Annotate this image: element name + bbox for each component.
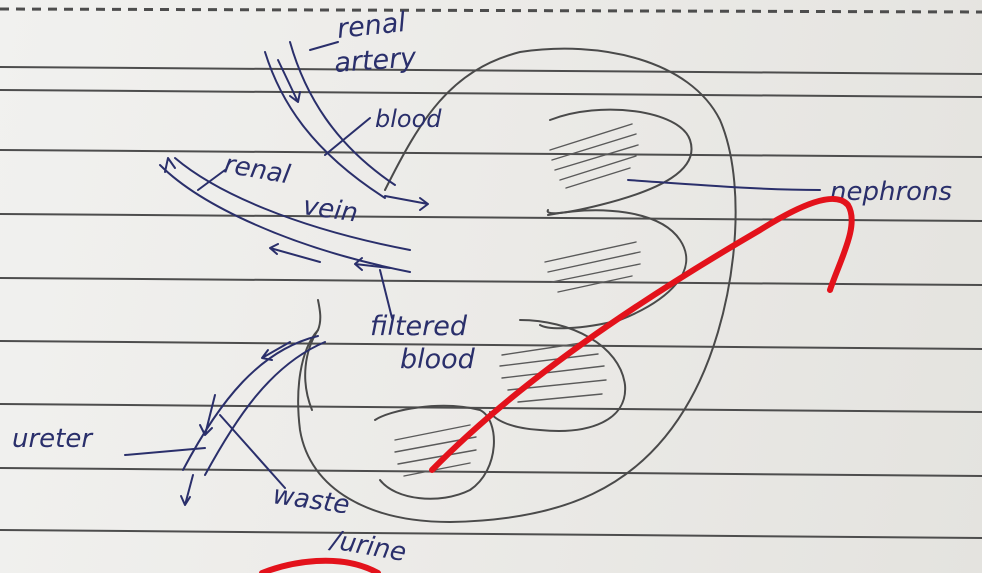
ruled-line [0, 67, 982, 74]
ruled-line [0, 404, 982, 412]
leader-line [325, 118, 370, 155]
label-blood: blood [375, 105, 442, 133]
hatch-stroke [550, 124, 632, 150]
red-circle-fragment [262, 561, 378, 573]
hatch-stroke [548, 252, 640, 272]
hatch-stroke [395, 425, 470, 440]
hatch-stroke [555, 145, 638, 170]
ruled-line [0, 530, 982, 538]
perforation-line [0, 9, 982, 12]
ureter-arrow [262, 342, 290, 360]
hatch-stroke [518, 394, 602, 402]
kidney-pelvis-curve [305, 330, 318, 410]
label-renal-vein-line1: renal [222, 149, 293, 190]
label-waste-urine-line1: waste [271, 480, 351, 520]
label-renal-artery-line2: artery [333, 42, 418, 79]
hatch-stroke [500, 354, 598, 366]
ruled-line [0, 341, 982, 349]
nephron-shading [395, 124, 640, 476]
label-filtered-blood-line1: filtered [370, 311, 468, 342]
kidney-inner-lobe [490, 320, 625, 431]
kidney-inner-lobe [375, 406, 494, 499]
ruled-line [0, 150, 982, 157]
hatch-stroke [545, 242, 636, 262]
red-annotations [262, 199, 852, 573]
label-ureter: ureter [12, 424, 94, 454]
label-renal-vein-line2: vein [301, 191, 360, 228]
ruled-line [0, 90, 982, 97]
ureter-arrow [181, 475, 193, 505]
ruled-line [0, 214, 982, 221]
leader-line [198, 170, 225, 190]
label-filtered-blood-line2: blood [400, 344, 476, 375]
hatch-stroke [552, 134, 636, 160]
leader-line [220, 415, 285, 488]
artery-arrow [278, 60, 300, 102]
hatch-stroke [552, 264, 640, 282]
label-renal-artery-line1: renal [335, 7, 407, 45]
red-check-mark [432, 199, 852, 470]
hatch-stroke [566, 168, 630, 188]
ureter-arrow [200, 395, 215, 435]
renal-vein-wall [175, 158, 410, 250]
artery-arrow [385, 196, 428, 210]
hatch-stroke [560, 156, 636, 180]
ruled-line [0, 468, 982, 476]
